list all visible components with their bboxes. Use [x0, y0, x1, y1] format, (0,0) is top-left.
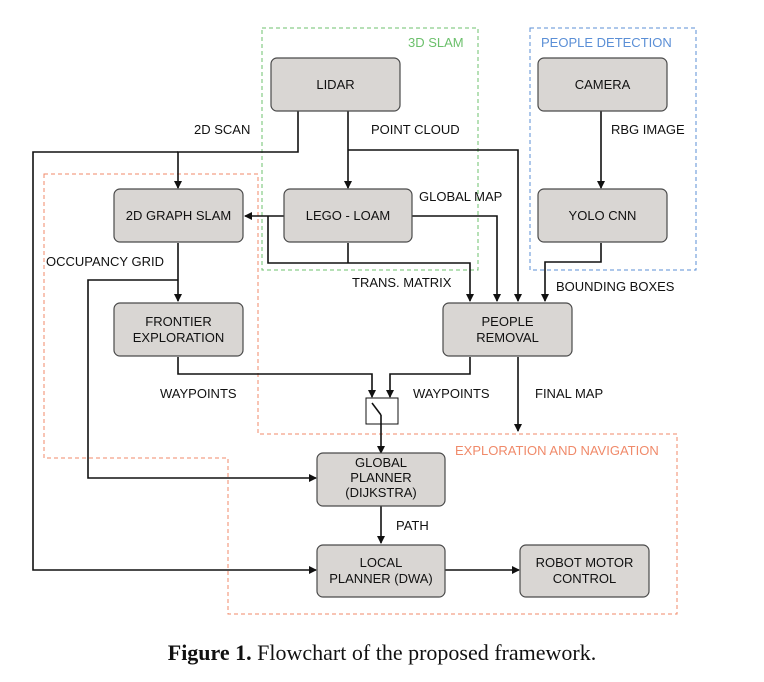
edge-people-removal-to-switch — [386, 357, 471, 398]
label-point-cloud: POINT CLOUD — [371, 122, 460, 137]
switch-symbol — [365, 397, 399, 425]
caption-text: Flowchart of the proposed framework. — [251, 640, 597, 665]
node-camera: CAMERA — [537, 57, 668, 112]
group-label-exploration: EXPLORATION AND NAVIGATION — [455, 443, 659, 458]
label-trans-matrix: TRANS. MATRIX — [352, 275, 452, 290]
figure-caption: Figure 1. Flowchart of the proposed fram… — [0, 640, 764, 666]
node-frontier-label-2: EXPLORATION — [133, 330, 225, 345]
label-final-map: FINAL MAP — [535, 386, 603, 401]
node-people-removal-label-2: REMOVAL — [476, 330, 539, 345]
node-lego-loam: LEGO - LOAM — [283, 188, 413, 243]
node-people-removal-label-1: PEOPLE — [481, 314, 533, 329]
node-robot-motor-label-1: ROBOT MOTOR — [536, 555, 634, 570]
label-2d-scan: 2D SCAN — [194, 122, 250, 137]
node-global-planner-label-3: (DIJKSTRA) — [345, 485, 417, 500]
label-waypoints-left: WAYPOINTS — [160, 386, 237, 401]
label-rbg-image: RBG IMAGE — [611, 122, 685, 137]
label-path: PATH — [396, 518, 429, 533]
node-global-planner-label-1: GLOBAL — [355, 455, 407, 470]
node-yolo-cnn-label: YOLO CNN — [569, 208, 637, 223]
node-robot-motor-label-2: CONTROL — [553, 571, 617, 586]
node-frontier-exploration: FRONTIER EXPLORATION — [113, 302, 244, 357]
node-global-planner-label-2: PLANNER — [350, 470, 411, 485]
node-2d-graph-slam: 2D GRAPH SLAM — [113, 188, 244, 243]
label-occupancy-grid: OCCUPANCY GRID — [46, 254, 164, 269]
edge-trans-matrix — [267, 216, 474, 302]
node-yolo-cnn: YOLO CNN — [537, 188, 668, 243]
node-frontier-label-1: FRONTIER — [145, 314, 211, 329]
caption-prefix: Figure 1. — [167, 640, 252, 665]
node-robot-motor-control: ROBOT MOTOR CONTROL — [519, 544, 650, 598]
edge-lego-loam-global-map — [412, 215, 501, 302]
node-local-planner-label-2: PLANNER (DWA) — [329, 571, 433, 586]
label-waypoints-right: WAYPOINTS — [413, 386, 490, 401]
node-local-planner: LOCAL PLANNER (DWA) — [316, 544, 446, 598]
node-lego-loam-label: LEGO - LOAM — [306, 208, 391, 223]
edge-pointcloud-to-people-removal — [348, 149, 522, 302]
group-label-people-detection: PEOPLE DETECTION — [541, 35, 672, 50]
group-frame-3d-slam — [261, 27, 479, 271]
node-camera-label: CAMERA — [575, 77, 631, 92]
group-label-3d-slam: 3D SLAM — [408, 35, 464, 50]
edge-lidar-to-local-planner — [32, 151, 317, 574]
label-global-map: GLOBAL MAP — [419, 189, 502, 204]
node-lidar: LIDAR — [270, 57, 401, 112]
group-frame-people-detection — [529, 27, 697, 271]
node-people-removal: PEOPLE REMOVAL — [442, 302, 573, 357]
edge-occupancy-to-global-planner — [87, 279, 317, 482]
label-bounding-boxes: BOUNDING BOXES — [556, 279, 675, 294]
node-lidar-label: LIDAR — [316, 77, 354, 92]
group-frame-exploration — [43, 173, 678, 615]
node-2d-graph-slam-label: 2D GRAPH SLAM — [126, 208, 231, 223]
edge-yolo-to-people-removal — [541, 243, 602, 302]
node-global-planner: GLOBAL PLANNER (DIJKSTRA) — [316, 452, 446, 507]
edge-frontier-to-switch — [177, 357, 376, 398]
flowchart-diagram: 3D SLAM PEOPLE DETECTION EXPLORATION AND… — [32, 27, 697, 615]
node-local-planner-label-1: LOCAL — [360, 555, 403, 570]
edge-lidar-to-graph-slam — [174, 111, 299, 189]
